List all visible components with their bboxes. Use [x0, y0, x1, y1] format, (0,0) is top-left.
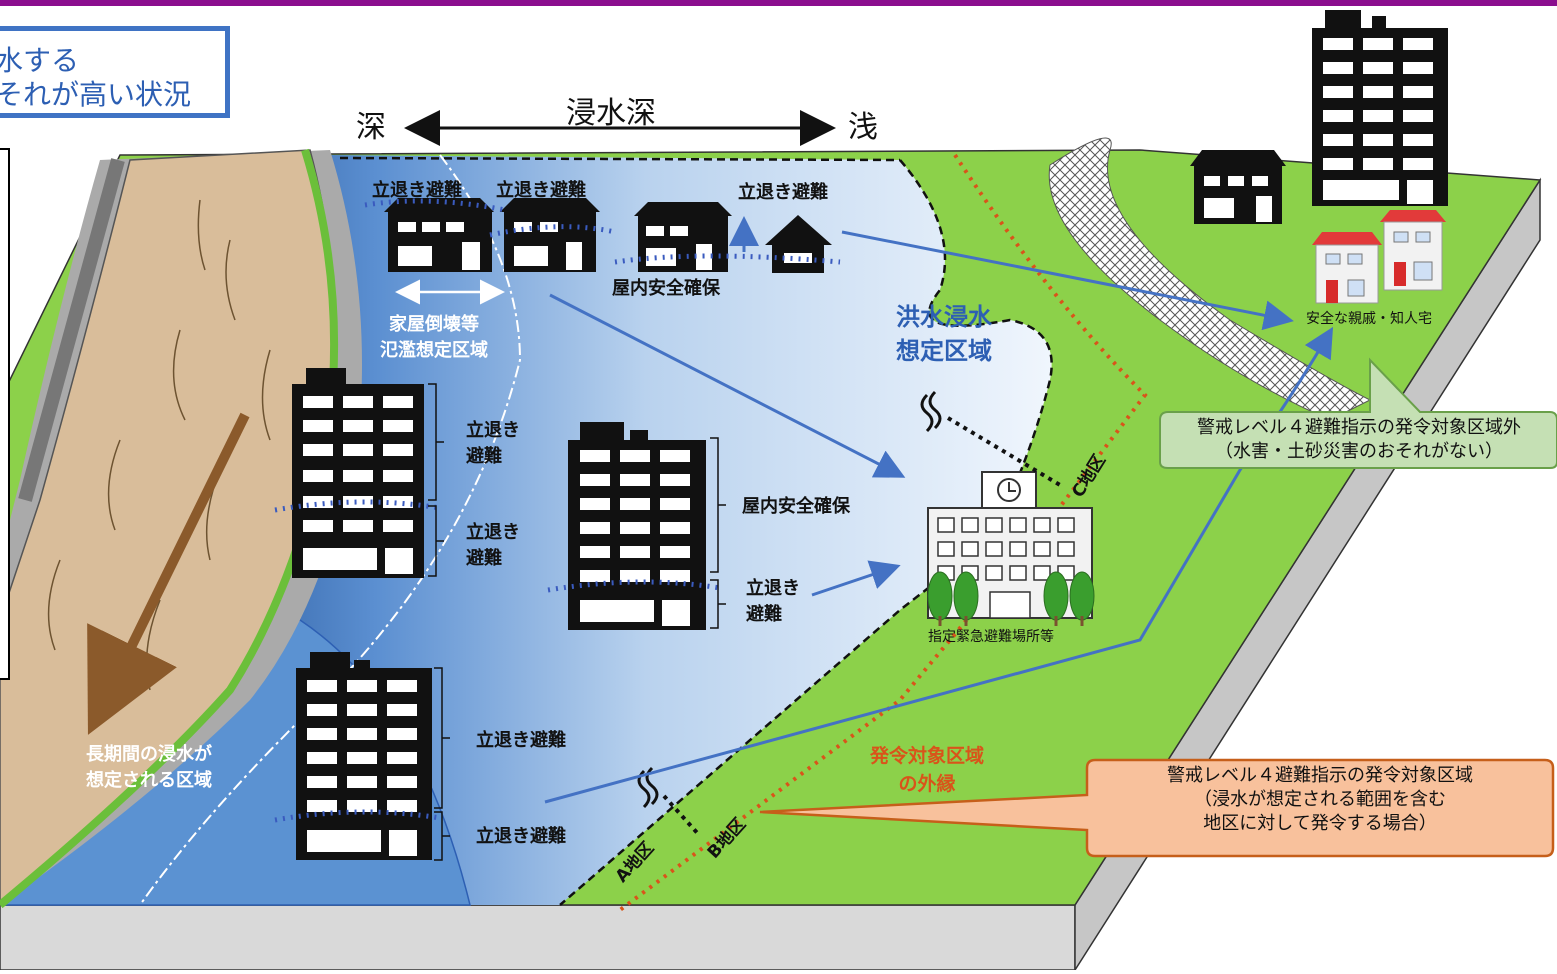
- label-flood-zone: 洪水浸水 想定区域: [896, 303, 992, 365]
- label-apt1-lower: 立退き 避難: [466, 522, 520, 569]
- apartment-1: [292, 368, 424, 578]
- situation-heading-box: 水する それが高い状況: [0, 26, 230, 118]
- apartment-2: [568, 422, 706, 630]
- label-relatives: 安全な親戚・知人宅: [1306, 311, 1432, 327]
- heading-line-1: 水する: [0, 44, 80, 77]
- label-apt2-upper: 屋内安全確保: [742, 496, 850, 517]
- flood-zone-border: [559, 159, 1053, 906]
- brackets: [428, 383, 726, 861]
- slope: [1048, 137, 1372, 421]
- label-apt2-lower: 立退き 避難: [746, 578, 800, 625]
- label-indoor-safety-top: 屋内安全確保: [612, 278, 720, 299]
- levee-left-top: [18, 158, 125, 502]
- levee-right-grass: [0, 148, 339, 909]
- ground-front-face: [0, 904, 1076, 971]
- water-levels-buildings: [274, 499, 721, 823]
- house-2: [500, 198, 600, 272]
- collapse-boundary: [139, 154, 522, 906]
- label-order-edge: 発令対象区域 の外縁: [870, 745, 985, 795]
- left-panel-frame: [0, 148, 10, 680]
- water-levels-top: [364, 198, 841, 265]
- flood-zone-top-border: [339, 156, 901, 162]
- callout-outside: [1159, 357, 1557, 469]
- label-evac-house2: 立退き避難: [496, 180, 586, 201]
- c-district-line: [946, 416, 1062, 487]
- house-right: [1190, 150, 1286, 224]
- house-1: [384, 198, 494, 272]
- relatives-houses: [1312, 210, 1446, 304]
- tall-building-right: [1312, 10, 1448, 206]
- river-flow-arrow: [87, 412, 250, 735]
- label-shelter: 指定緊急避難場所等: [928, 629, 1054, 645]
- apartment-3: [296, 652, 432, 860]
- depth-title: 浸水深: [566, 96, 656, 131]
- label-apt3-upper: 立退き避難: [476, 730, 566, 751]
- label-evac-house4: 立退き避難: [738, 182, 828, 203]
- break-symbol-1: [928, 390, 942, 430]
- top-accent-bar: [0, 0, 1557, 6]
- shelter-building: [927, 471, 1095, 626]
- order-area-edge: [618, 153, 1148, 912]
- callout-outside-text: 警戒レベル４避難指示の発令対象区域外 （水害・土砂災害のおそれがない）: [1197, 417, 1521, 462]
- label-evac-house1: 立退き避難: [372, 180, 462, 201]
- label-apt1-upper: 立退き 避難: [466, 420, 520, 467]
- heading-line-2: それが高い状況: [0, 78, 192, 111]
- depth-shallow-label: 浅: [848, 110, 878, 145]
- callout-target-text: 警戒レベル４避難指示の発令対象区域 （浸水が想定される範囲を含む 地区に対して発…: [1167, 765, 1473, 834]
- depth-deep-label: 深: [356, 110, 386, 145]
- label-long-flood: 長期間の浸水が 想定される区域: [86, 744, 212, 791]
- callout-target: [759, 758, 1555, 858]
- house-3: [634, 202, 732, 272]
- label-apt3-lower: 立退き避難: [476, 826, 566, 847]
- label-collapse-zone: 家屋倒壊等 氾濫想定区域: [380, 314, 488, 361]
